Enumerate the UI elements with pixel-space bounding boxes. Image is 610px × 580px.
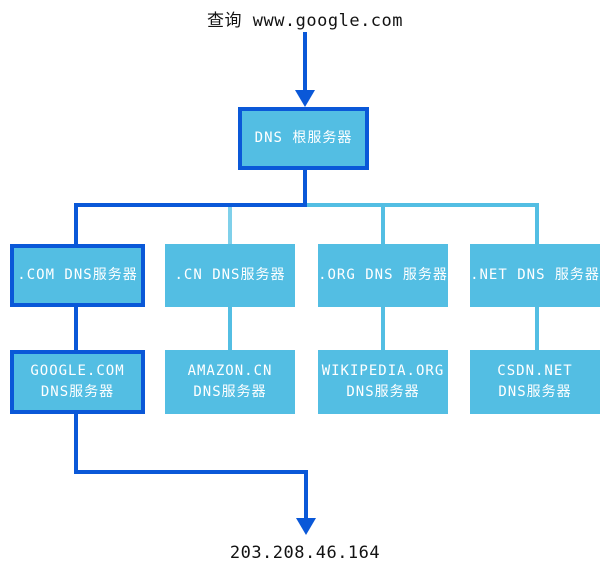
result-path-vertical2-line: [304, 470, 308, 520]
root-stem-line: [303, 168, 307, 207]
net-dns-node: .NET DNS 服务器: [470, 244, 600, 307]
csdn-dns-node: CSDN.NET DNS服务器: [470, 350, 600, 414]
amazon-dns-label-line1: AMAZON.CN: [187, 363, 273, 379]
google-dns-label-line2: DNS服务器: [40, 384, 115, 400]
drop-net-line: [535, 207, 539, 244]
result-ip-label: 203.208.46.164: [229, 543, 381, 563]
dns-root-node: DNS 根服务器: [238, 107, 369, 170]
drop-com-line: [74, 203, 78, 244]
net-dns-label: .NET DNS 服务器: [470, 267, 600, 283]
google-dns-label-line1: GOOGLE.COM: [30, 363, 125, 379]
com-to-google-line: [74, 307, 78, 350]
google-dns-node: GOOGLE.COM DNS服务器: [10, 350, 145, 414]
arrow-down-icon: [295, 90, 315, 107]
cn-dns-node: .CN DNS服务器: [165, 244, 295, 307]
cn-dns-label: .CN DNS服务器: [174, 267, 286, 283]
result-path-horizontal-line: [74, 470, 308, 474]
bus-right-line: [307, 203, 539, 207]
com-dns-node: .COM DNS服务器: [10, 244, 145, 307]
org-to-wikipedia-line: [381, 307, 385, 350]
net-to-csdn-line: [535, 307, 539, 350]
amazon-dns-node: AMAZON.CN DNS服务器: [165, 350, 295, 414]
com-dns-label: .COM DNS服务器: [17, 267, 138, 283]
wikipedia-dns-label-line2: DNS服务器: [346, 384, 420, 400]
cn-to-amazon-line: [228, 307, 232, 350]
drop-cn-line: [228, 207, 232, 244]
org-dns-label: .ORG DNS 服务器: [318, 267, 448, 283]
wikipedia-dns-node: WIKIPEDIA.ORG DNS服务器: [318, 350, 448, 414]
query-label: 查询 www.google.com: [206, 11, 404, 31]
drop-org-line: [381, 207, 385, 244]
arrow-down-icon: [296, 518, 316, 535]
wikipedia-dns-label-line1: WIKIPEDIA.ORG: [321, 363, 445, 379]
amazon-dns-label-line2: DNS服务器: [193, 384, 267, 400]
org-dns-node: .ORG DNS 服务器: [318, 244, 448, 307]
query-to-root-line: [303, 32, 307, 92]
bus-left-line: [74, 203, 307, 207]
result-path-vertical1-line: [74, 414, 78, 474]
dns-root-label: DNS 根服务器: [254, 130, 353, 146]
csdn-dns-label-line2: DNS服务器: [498, 384, 572, 400]
csdn-dns-label-line1: CSDN.NET: [497, 363, 573, 379]
